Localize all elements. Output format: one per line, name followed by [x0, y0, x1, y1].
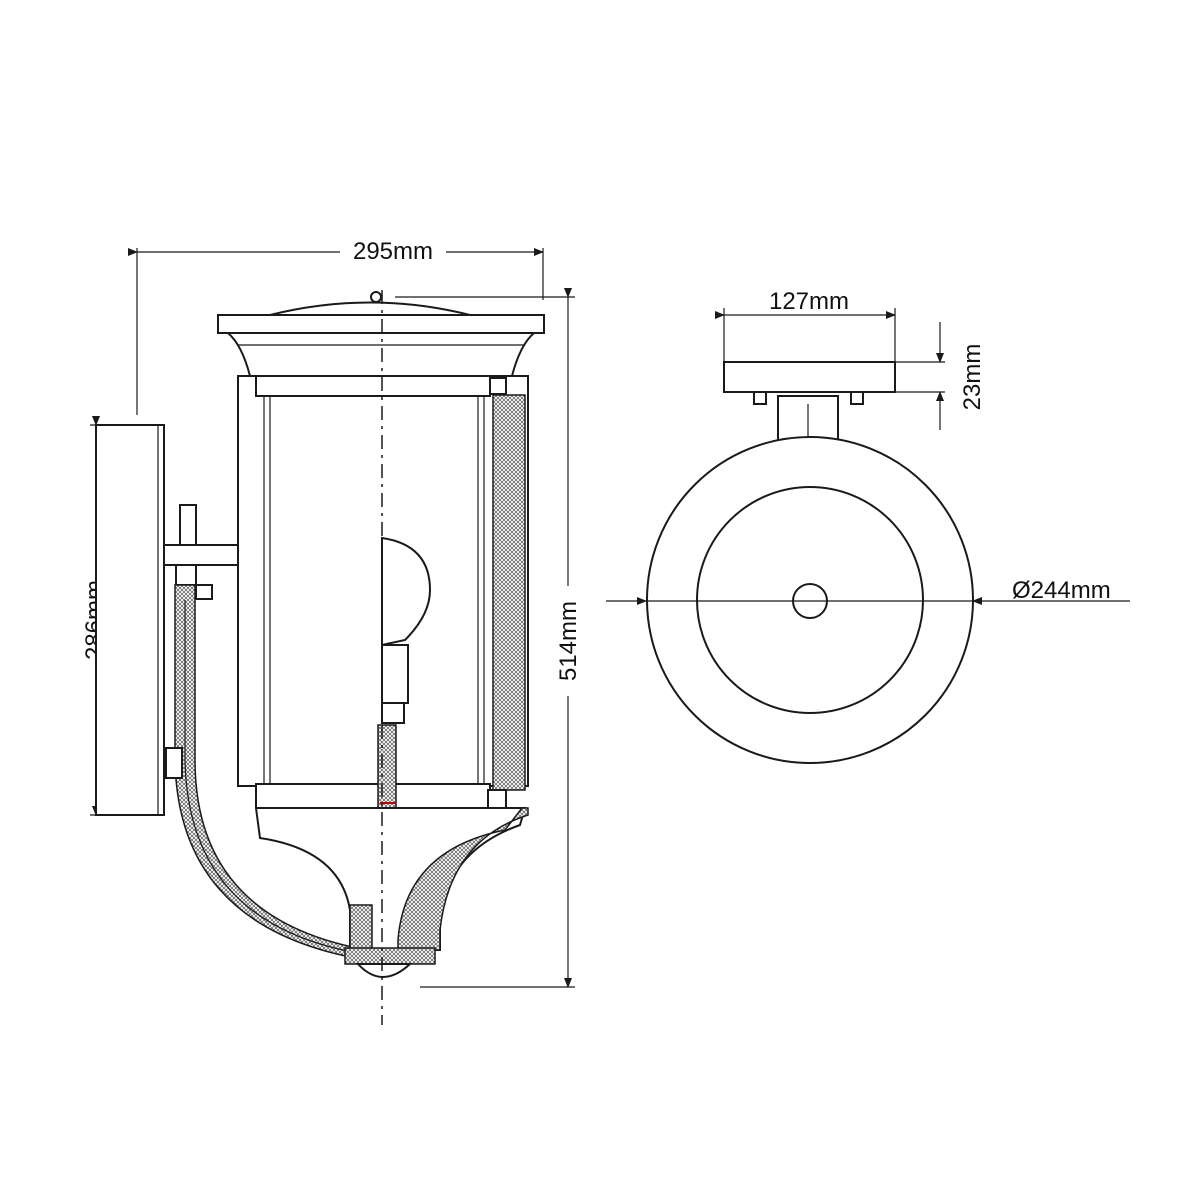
- mount-width-label: 127mm: [769, 288, 849, 315]
- overall-width-dimension: 295mm: [128, 236, 544, 415]
- overall-width-label: 295mm: [353, 238, 433, 265]
- mounting-plate: [723, 361, 896, 393]
- diameter-label: Ø244mm: [1012, 577, 1111, 604]
- overall-height-label: 514mm: [555, 601, 582, 681]
- diameter-dimension: Ø244mm: [606, 577, 1130, 605]
- inner-circle: [696, 486, 924, 714]
- side-view: 295mm 514mm 286mm: [78, 236, 584, 1025]
- mount-depth-dimension: 23mm: [895, 322, 986, 430]
- wall-backplate: [95, 424, 165, 816]
- lantern-bottom-bowl: [254, 807, 529, 978]
- lantern-top-cap: [217, 291, 545, 377]
- overall-height-dimension: 514mm: [395, 288, 584, 988]
- mount-depth-label: 23mm: [959, 344, 986, 411]
- top-view: 127mm 23mm Ø244mm: [606, 286, 1130, 764]
- mount-width-dimension: 127mm: [715, 286, 896, 362]
